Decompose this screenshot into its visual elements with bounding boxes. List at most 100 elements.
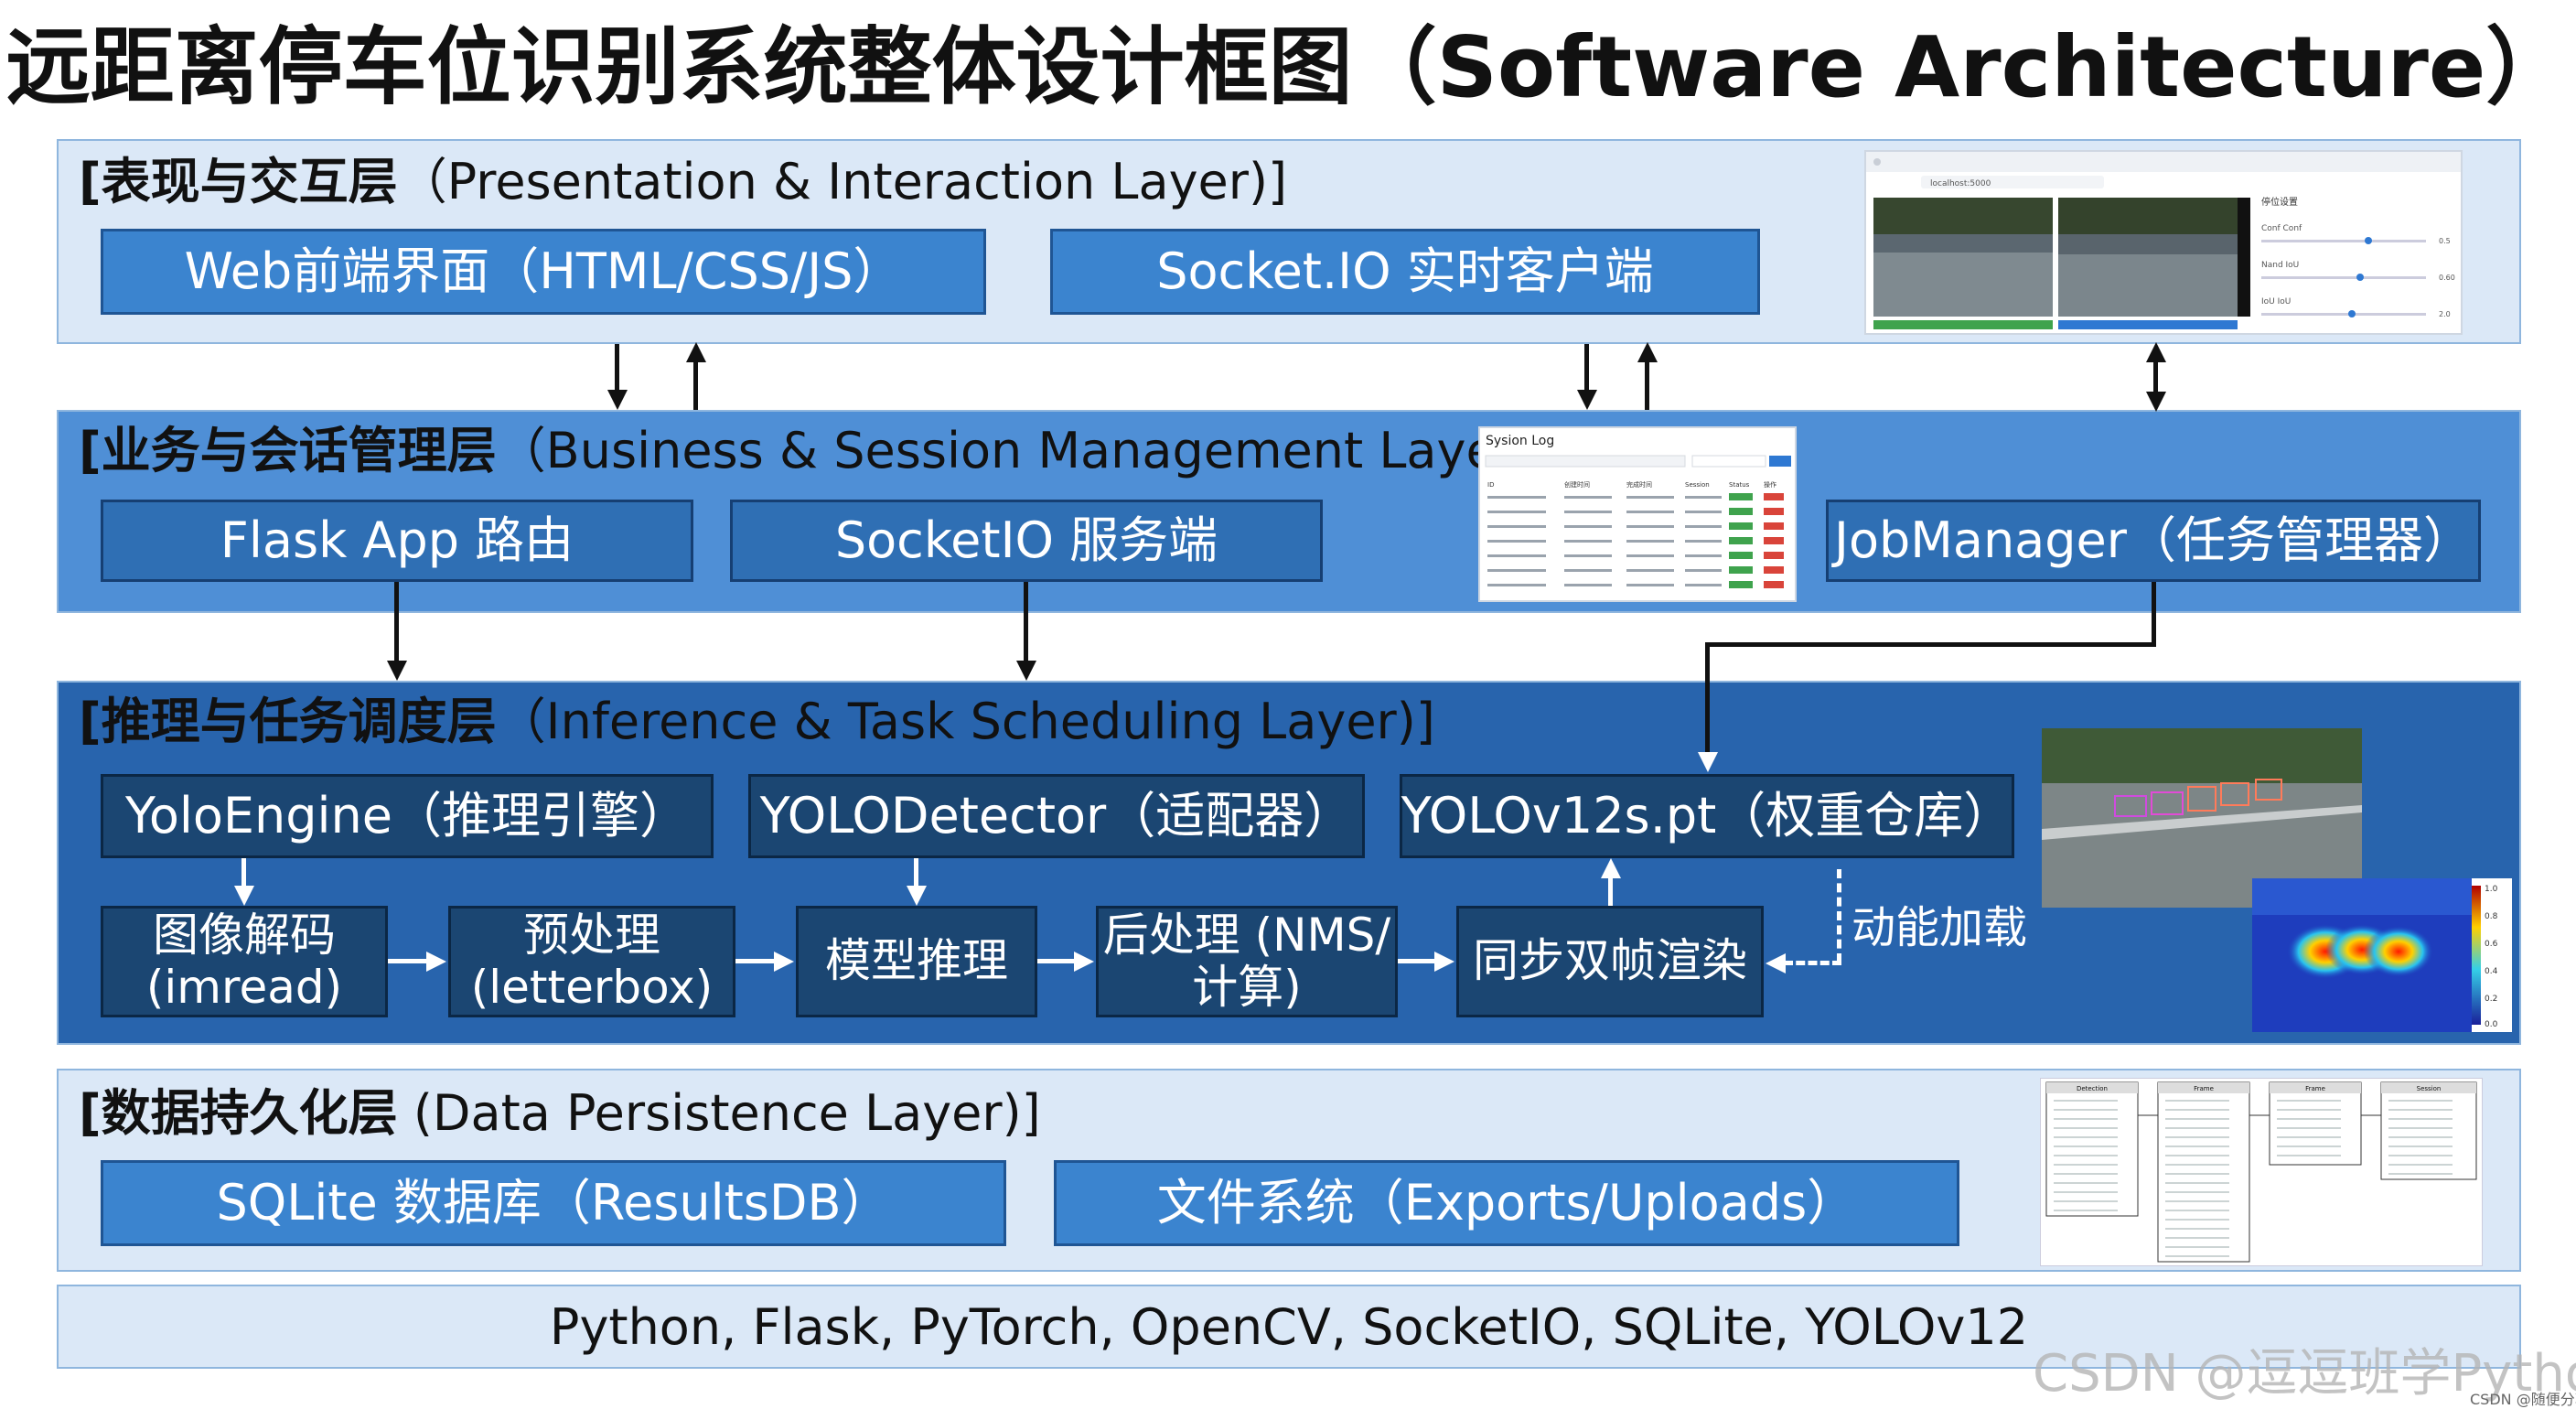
connector-flask-down (394, 582, 399, 664)
connector-step-2-3 (735, 959, 776, 963)
arrow-web-up (686, 342, 706, 362)
connector-web-down (615, 344, 619, 393)
er-table-4: Session (2417, 1085, 2442, 1092)
connector-step-3-4 (1037, 959, 1076, 963)
er-diagram-thumbnail: Detection Frame Frame Session (2040, 1078, 2483, 1266)
session-log-row (1487, 566, 1784, 574)
connector-detector-infer (914, 858, 918, 887)
ui-slider-knob-1 (2365, 237, 2372, 244)
arrow-render-weights (1601, 858, 1621, 878)
ui-screenshot-panel-title: 停位设置 (2261, 196, 2298, 208)
arrow-flask-down (387, 661, 407, 681)
ui-slider-value-2: 0.60 (2439, 274, 2455, 282)
detection-image (2042, 728, 2362, 908)
yolo-engine-box[interactable]: YoloEngine（推理引擎） (101, 774, 714, 858)
connector-step-4-5 (1398, 959, 1436, 963)
ui-screenshot-thumbnail: localhost:5000 停位设置 Conf Conf 0.5 Nand I… (1864, 150, 2463, 335)
arrow-web-down (607, 390, 628, 410)
connector-step-1-2 (388, 959, 428, 963)
ui-slider-value-1: 0.5 (2439, 237, 2451, 245)
arrow-socketio-down (1016, 661, 1036, 681)
dynamic-load-dash-v (1837, 869, 1841, 963)
file-system-box[interactable]: 文件系统（Exports/Uploads） (1054, 1160, 1959, 1246)
step-postprocess[interactable]: 后处理 (NMS/计算) (1096, 906, 1398, 1017)
detection-thumbnail (2042, 728, 2362, 908)
yolo-weights-box[interactable]: YOLOv12s.pt（权重仓库） (1400, 774, 2014, 858)
heatmap-thumbnail: 1.0 0.8 0.6 0.4 0.2 0.0 (2252, 878, 2512, 1032)
step-dual-frame-render[interactable]: 同步双帧渲染 (1456, 906, 1764, 1017)
step-model-inference[interactable]: 模型推理 (796, 906, 1037, 1017)
session-log-col-5: Status (1729, 481, 1750, 489)
dynamic-load-dash-h (1784, 961, 1841, 965)
heatmap-scale-5: 0.2 (2485, 995, 2497, 1004)
connector-socketio-down (1024, 582, 1028, 664)
er-table-2: Frame (2194, 1085, 2214, 1092)
flask-app-router-box[interactable]: Flask App 路由 (101, 500, 693, 582)
credit-text: CSDN @随便分享 (2470, 1391, 2576, 1408)
job-manager-box[interactable]: JobManager（任务管理器） (1826, 500, 2481, 582)
session-log-row (1487, 522, 1784, 530)
socketio-server-box[interactable]: SocketIO 服务端 (730, 500, 1323, 582)
tech-stack-bar: Python, Flask, PyTorch, OpenCV, SocketIO… (57, 1285, 2521, 1369)
layer-persistence-label-cn: [数据持久化层 (79, 1084, 398, 1142)
connector-jobmanager-v2 (1705, 642, 1710, 756)
arrow-step-1-2 (426, 952, 446, 972)
layer-business-label-cn: [业务与会话管理层 (79, 422, 497, 479)
session-log-col-6: 操作 (1764, 480, 1776, 489)
step-image-decode[interactable]: 图像解码 (imread) (101, 906, 388, 1017)
connector-jobmanager-h (1705, 642, 2156, 647)
arrow-engine-decode (234, 886, 254, 906)
arrow-detector-infer (907, 886, 927, 906)
heatmap-scale-2: 0.8 (2485, 912, 2498, 921)
dynamic-load-label: 动能加载 (1852, 902, 2028, 953)
watermark: CSDN @逗逗班学Python (2033, 1344, 2576, 1404)
layer-presentation-label-cn: [表现与交互层 (79, 153, 398, 210)
session-log-row (1487, 493, 1784, 500)
connector-web-up (693, 360, 698, 410)
session-log-row (1487, 552, 1784, 559)
session-log-col-1: ID (1487, 481, 1494, 489)
er-table-1: Detection (2077, 1085, 2108, 1092)
arrow-jobmanager-down (1698, 752, 1718, 772)
session-log-col-4: Session (1685, 481, 1710, 489)
session-log-col-3: 完成时间 (1626, 480, 1652, 489)
layer-presentation-label-en: （Presentation & Interaction Layer)] (397, 153, 1288, 210)
heatmap-scale-3: 0.6 (2485, 940, 2498, 949)
er-table-3: Frame (2305, 1085, 2325, 1092)
ui-slider-knob-3 (2348, 310, 2356, 317)
heatmap-scale-1: 1.0 (2485, 885, 2498, 894)
arrow-step-3-4 (1074, 952, 1094, 972)
connector-ui-bidirectional (2153, 359, 2158, 397)
ui-slider-label-1: Conf Conf (2261, 224, 2302, 233)
step-preprocess[interactable]: 预处理 (letterbox) (448, 906, 735, 1017)
layer-business-label-en: （Business & Session Management Layer)] (496, 422, 1556, 479)
er-diagram-image: Detection Frame Frame Session (2045, 1081, 2477, 1263)
session-log-row (1487, 581, 1784, 588)
ui-slider-label-3: IoU IoU (2261, 297, 2291, 307)
page-title: 远距离停车位识别系统整体设计框图（Software Architecture） (5, 18, 2571, 116)
ui-screenshot-image: localhost:5000 停位设置 Conf Conf 0.5 Nand I… (1866, 152, 2461, 329)
ui-slider-label-2: Nand IoU (2261, 261, 2299, 270)
arrow-ui-down (2146, 392, 2166, 412)
arrow-step-4-5 (1434, 952, 1454, 972)
ui-slider-value-3: 2.0 (2439, 310, 2451, 318)
socketio-client-box[interactable]: Socket.IO 实时客户端 (1050, 229, 1760, 315)
layer-inference-label-cn: [推理与任务调度层 (79, 693, 497, 750)
session-log-col-2: 创建时间 (1564, 480, 1590, 489)
sqlite-db-box[interactable]: SQLite 数据库（ResultsDB） (101, 1160, 1006, 1246)
arrow-socket-down (1577, 390, 1597, 410)
heatmap-scale-6: 0.0 (2485, 1020, 2498, 1029)
layer-inference-label-en: （Inference & Task Scheduling Layer)] (496, 693, 1435, 750)
connector-socket-down (1584, 344, 1589, 393)
session-log-image: Sysion Log ID 创建时间 完成时间 Session Status 操… (1485, 434, 1791, 588)
connector-jobmanager-v1 (2152, 582, 2156, 646)
yolo-detector-box[interactable]: YOLODetector（适配器） (748, 774, 1365, 858)
heatmap-image: 1.0 0.8 0.6 0.4 0.2 0.0 (2252, 878, 2498, 1032)
web-frontend-box[interactable]: Web前端界面（HTML/CSS/JS） (101, 229, 986, 315)
connector-render-weights (1608, 877, 1613, 906)
arrow-ui-up (2146, 342, 2166, 362)
session-log-row (1487, 537, 1784, 544)
layer-inference-label: [推理与任务调度层（Inference & Task Scheduling La… (79, 697, 1435, 747)
ui-slider-knob-2 (2356, 274, 2364, 281)
connector-engine-decode (242, 858, 246, 887)
